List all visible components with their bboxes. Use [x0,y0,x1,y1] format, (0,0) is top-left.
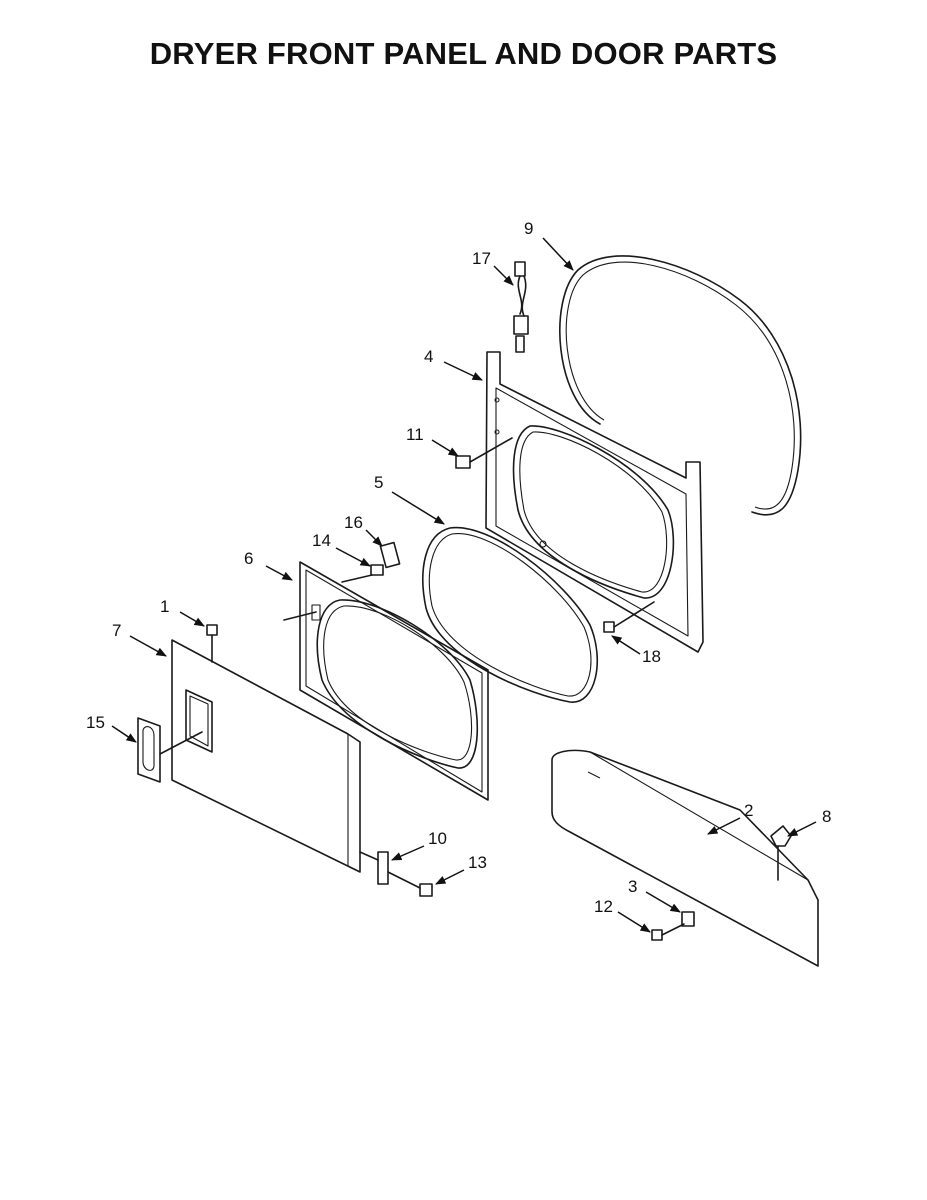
callout-14: 14 [312,531,331,550]
part-10-door-hinge[interactable] [359,851,389,885]
callout-18: 18 [642,647,661,666]
part-12-screw[interactable] [651,923,685,941]
callout-13: 13 [468,853,487,872]
callout-6: 6 [244,549,253,568]
part-13-hinge-screw[interactable] [387,871,433,897]
callout-numbers: 9 17 4 11 5 16 14 6 1 7 15 10 13 18 2 8 … [86,219,831,916]
callout-16: 16 [344,513,363,532]
part-18-screw[interactable] [603,601,655,633]
part-5-door-gasket[interactable] [422,526,598,703]
callout-1: 1 [160,597,169,616]
callout-2: 2 [744,801,753,820]
part-8-clip[interactable] [770,825,792,881]
callout-9: 9 [524,219,533,238]
part-6-inner-door-panel[interactable] [283,561,489,801]
part-11-door-strike[interactable] [455,437,513,469]
callout-17: 17 [472,249,491,268]
callout-11: 11 [406,425,424,444]
part-3-bracket[interactable] [681,911,695,927]
callout-10: 10 [428,829,447,848]
callout-7: 7 [112,621,121,640]
part-4-front-panel-frame[interactable] [485,351,704,653]
part-9-drum-seal[interactable] [559,255,802,516]
part-2-lower-trim[interactable] [551,749,819,967]
part-17-door-switch-harness[interactable] [513,261,529,353]
callout-5: 5 [374,473,383,492]
callout-leaders [111,237,817,933]
callout-4: 4 [424,347,433,366]
part-7-outer-door-panel[interactable] [171,639,361,873]
part-16-door-catch[interactable] [379,541,401,569]
part-1-door-screw[interactable] [206,624,218,663]
part-15-door-handle[interactable] [137,717,203,783]
page-title: DRYER FRONT PANEL AND DOOR PARTS [149,36,778,71]
callout-15: 15 [86,713,105,732]
callout-3: 3 [628,877,637,896]
part-14-door-catch-clip[interactable] [341,564,384,583]
callout-8: 8 [822,807,831,826]
callout-12: 12 [594,897,613,916]
